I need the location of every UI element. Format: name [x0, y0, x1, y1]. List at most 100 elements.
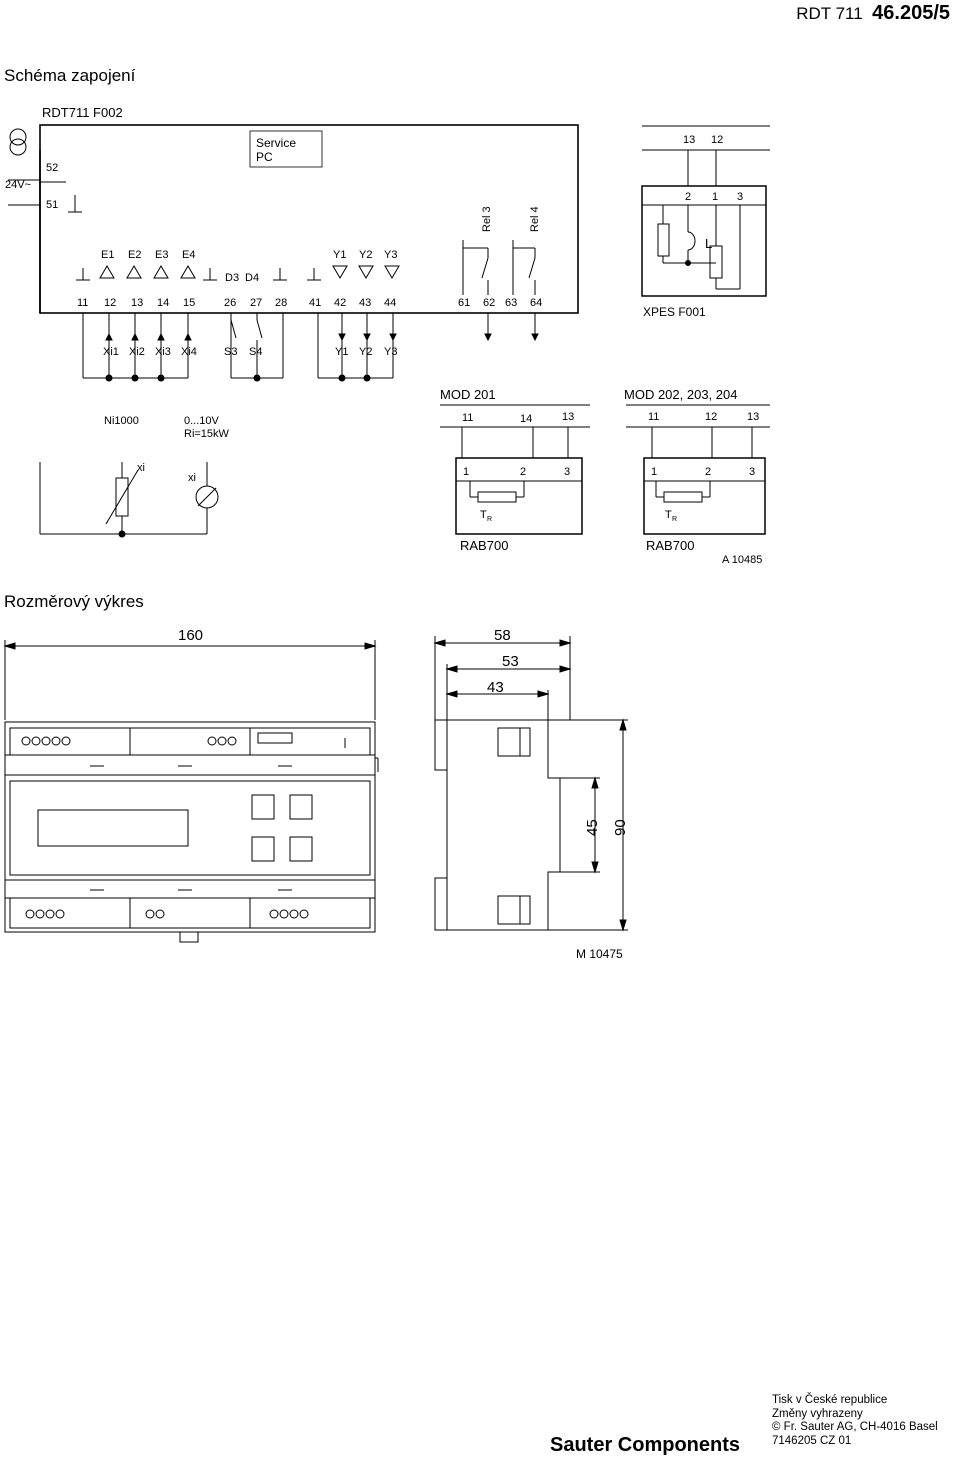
output-y1: Y1: [333, 249, 346, 261]
xi-label-2: xi: [188, 472, 196, 484]
ext-input-xi4: Xi4: [181, 346, 197, 358]
mod202-name: RAB700: [646, 538, 694, 553]
input-e2: E2: [128, 249, 141, 261]
mod201-title: MOD 201: [440, 387, 496, 402]
mod201-terminal-11: 11: [462, 412, 473, 424]
wiring-section-title: Schéma zapojení: [4, 66, 136, 85]
ext-input-xi1: Xi1: [103, 346, 119, 358]
xpes-name: XPES F001: [643, 305, 706, 319]
terminal-26: 26: [224, 297, 236, 309]
mod202-module: [626, 404, 770, 535]
supply-label: 24V~: [5, 179, 31, 191]
dim-depth3-label: 43: [487, 679, 504, 696]
page-number: 46.205/5: [872, 2, 950, 24]
button-1: [251, 794, 275, 820]
xpes-terminal-12: 12: [711, 134, 723, 146]
dim-depth2-label: 53: [502, 653, 519, 670]
mod202-tr-label: T: [665, 509, 672, 521]
mod201-tr-label: T: [480, 509, 487, 521]
button-2: [289, 794, 313, 820]
mod202-tr-sub: R: [672, 516, 677, 523]
digital-d4: D4: [245, 272, 259, 284]
mod201-inner-2: 2: [520, 466, 526, 478]
terminal-14: 14: [157, 297, 169, 309]
wiring-diagram: RDT711 F002 24V~ 52 51 Service PC E1 E2 …: [5, 105, 770, 566]
output-y2: Y2: [359, 249, 372, 261]
xpes-l-label: L: [705, 236, 712, 251]
terminal-42: 42: [334, 297, 346, 309]
display-window: [37, 809, 189, 847]
xpes-inner-2: 2: [685, 191, 691, 203]
mod201-inner-3: 3: [564, 466, 570, 478]
mod201-terminal-14: 14: [520, 413, 532, 425]
terminal-28: 28: [275, 297, 287, 309]
service-pc-box: [249, 130, 323, 168]
terminal-62: 62: [483, 297, 495, 309]
device-label: RDT711 F002: [42, 105, 123, 120]
terminal-row: 11 12 13 14 15 26 27 28 41 42 43 44 61 6…: [77, 297, 542, 309]
dimension-drawing: 160 58: [3, 627, 629, 961]
sensor-ni1000-label: Ni1000: [104, 415, 139, 427]
supply-terminal-51: 51: [46, 199, 58, 211]
terminal-11: 11: [77, 297, 88, 309]
xpes-module: [641, 125, 770, 297]
side-view: [434, 719, 561, 931]
dimension-ref: M 10475: [576, 947, 623, 961]
dim-height1-label: 45: [584, 819, 601, 836]
xpes-terminal-13: 13: [683, 134, 695, 146]
mod202-inner-1: 1: [651, 466, 657, 478]
input-triangle-icons: [99, 265, 400, 279]
terminal-43: 43: [359, 297, 371, 309]
mod202-terminal-11: 11: [648, 411, 659, 423]
mod201-inner-1: 1: [463, 466, 469, 478]
service-connector: [257, 732, 293, 744]
ground-icons: [76, 268, 321, 281]
mod201-module: [440, 404, 590, 535]
terminal-12: 12: [104, 297, 116, 309]
dimension-section-title: Rozměrový výkres: [4, 592, 144, 611]
mod202-inner-2: 2: [705, 466, 711, 478]
terminal-61: 61: [458, 297, 470, 309]
supply-terminal-52: 52: [46, 162, 58, 174]
input-e3: E3: [155, 249, 168, 261]
sensor-voltage-label: 0...10V: [184, 415, 220, 427]
mod202-terminal-12: 12: [705, 411, 717, 423]
relay-contacts: [462, 240, 536, 295]
footer-line-4: 7146205 CZ 01: [772, 1434, 852, 1447]
sensor-resistance-label: Ri=15kW: [184, 428, 230, 440]
ext-output-y1: Y1: [335, 346, 348, 358]
wiring-ref: A 10485: [722, 554, 762, 566]
ext-input-xi2: Xi2: [129, 346, 145, 358]
dim-height: [548, 718, 628, 932]
pc-label: PC: [256, 150, 273, 164]
digital-d3: D3: [225, 272, 239, 284]
terminal-27: 27: [250, 297, 262, 309]
mod201-tr-sub: R: [487, 516, 492, 523]
sensor-wiring: [39, 462, 219, 538]
relay-3-label: Rel 3: [481, 206, 493, 232]
xpes-inner-3: 3: [737, 191, 743, 203]
front-view: [4, 721, 379, 943]
ext-output-y2: Y2: [359, 346, 372, 358]
service-label: Service: [256, 136, 296, 150]
dim-height2-label: 90: [612, 819, 629, 836]
mod201-terminal-13: 13: [562, 411, 574, 423]
dim-width: [3, 640, 377, 720]
ext-output-y3: Y3: [384, 346, 397, 358]
xpes-inner-1: 1: [712, 191, 718, 203]
dim-depth: [433, 636, 572, 720]
dim-depth1-label: 58: [494, 627, 511, 644]
footer-line-2: Změny vyhrazeny: [772, 1407, 863, 1420]
terminal-13: 13: [131, 297, 143, 309]
dim-width-label: 160: [178, 627, 203, 644]
mod202-inner-3: 3: [749, 466, 755, 478]
terminal-screws: [21, 736, 309, 919]
switch-s3: S3: [224, 346, 237, 358]
terminal-44: 44: [384, 297, 396, 309]
footer-line-3: © Fr. Sauter AG, CH-4016 Basel: [772, 1421, 938, 1433]
mod202-title: MOD 202, 203, 204: [624, 387, 737, 402]
relay-4-label: Rel 4: [529, 206, 541, 232]
input-e1: E1: [101, 249, 114, 261]
output-y3: Y3: [384, 249, 397, 261]
terminal-41: 41: [309, 297, 321, 309]
